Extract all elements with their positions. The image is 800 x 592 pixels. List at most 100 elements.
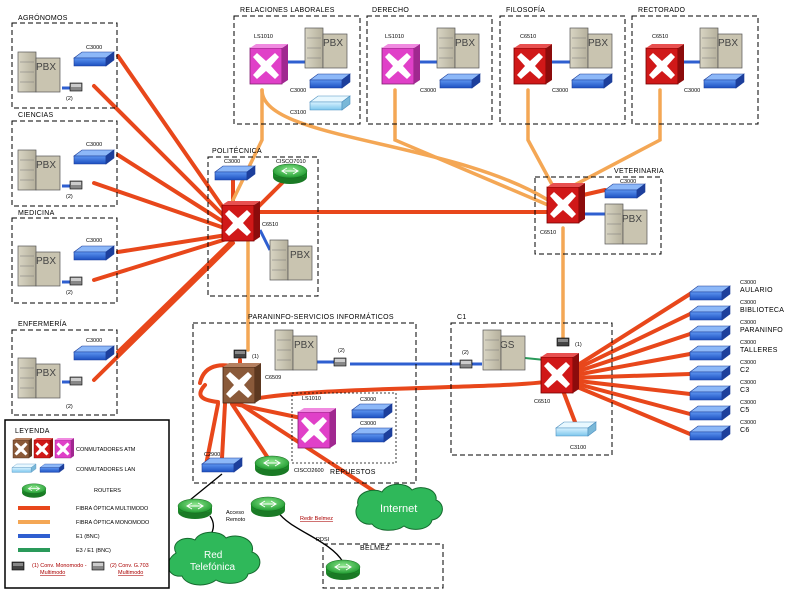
converter-label: (2): [338, 348, 345, 354]
atm-label: C6510: [520, 34, 536, 40]
group-box-veterinaria: [534, 176, 662, 255]
legend-conv1-label: (1) Conv. Monomodo -: [32, 563, 87, 569]
pbx-label: PBX: [290, 250, 310, 261]
switch-label: C3000: [740, 340, 756, 346]
atm-label: LS1010: [254, 34, 273, 40]
telefonica-label: Telefónica: [190, 562, 235, 573]
agronomos-devices: PBX C3000 (2): [17, 45, 115, 102]
remoto-label: Remoto: [226, 517, 245, 523]
legend-atm-pink: [55, 438, 74, 458]
legend-lan-blue: [39, 463, 65, 473]
label-belmez: BELMEZ: [360, 545, 390, 552]
label-repuestos: REPUESTOS: [330, 469, 376, 476]
lan-switch: [571, 73, 613, 89]
switch-location: PARANINFO: [740, 327, 783, 334]
legend-atm-brown: [13, 438, 32, 458]
group-box-rectorado: [631, 15, 759, 125]
telephone-network-cloud: Red Telefónica: [167, 531, 261, 586]
label-c1: C1: [457, 314, 467, 321]
lan-switch: [73, 149, 115, 165]
legend-converter-2: [91, 561, 105, 571]
pbx-label: PBX: [36, 160, 56, 171]
acceso-label: Acceso: [226, 510, 244, 516]
pbx-label: PBX: [36, 62, 56, 73]
belmez-redirect-router: [250, 496, 286, 518]
lan-switch: [214, 165, 256, 181]
legend-conv2-label: (2) Conv. G.703: [110, 563, 149, 569]
switch-label: C3000: [552, 88, 568, 94]
legend-box: [4, 419, 170, 589]
converter-label: (2): [66, 96, 73, 102]
converter-label: (2): [66, 290, 73, 296]
lan-switch: [604, 183, 646, 199]
atm-switch-spare: [298, 408, 336, 448]
enfermeria-devices: PBX C3000 (2): [17, 338, 115, 410]
lan-switch: [73, 345, 115, 361]
label-derecho: DERECHO: [372, 7, 409, 14]
group-box-belmez: [322, 543, 444, 589]
ciencias-devices: PBX C3000 (2): [17, 142, 115, 200]
internet-label: Internet: [380, 503, 417, 515]
switch-aulario: C3000 AULARIO: [689, 280, 773, 301]
switch-talleres: C3000 TALLERES: [689, 340, 777, 361]
converter-label: (2): [462, 350, 469, 356]
legend-e1-label: E1 (BNC): [76, 534, 100, 540]
rdsi-label: RDSI: [316, 537, 330, 543]
switch-label: C3000: [86, 45, 102, 51]
legend-monomode-label: FIBRA ÓPTICA MONOMODO: [76, 519, 150, 526]
lan-switch: [73, 245, 115, 261]
router-label: CISCO2600: [294, 468, 324, 474]
legend-conv1-label-2: Multimodo: [40, 570, 65, 576]
pbx-label: PBX: [36, 256, 56, 267]
label-medicina: MEDICINA: [18, 210, 55, 217]
switch-label: C3000: [360, 397, 376, 403]
converter-2: [69, 180, 83, 190]
converter-label: (2): [66, 404, 73, 410]
group-box-relaciones: [233, 15, 361, 125]
rectorado-devices: C6510 PBX C3000: [646, 27, 745, 94]
pbx-label: PBX: [294, 340, 314, 351]
group-box-ciencias: [11, 120, 118, 207]
gs-label: GS: [500, 340, 515, 351]
switch-label: C3000: [620, 179, 636, 185]
switch-label: C3000: [684, 88, 700, 94]
atm-label: C6510: [262, 222, 278, 228]
lan-switch: [439, 73, 481, 89]
atm-switch: [250, 44, 288, 84]
switch-c2: C3000 C2: [689, 360, 756, 381]
switch-location: AULARIO: [740, 287, 773, 294]
legend-e3-label: E3 / E1 (BNC): [76, 548, 111, 554]
pbx-label: PBX: [718, 38, 738, 49]
switch-label: C3000: [224, 159, 240, 165]
switch-label: C3000: [740, 360, 756, 366]
converter-label: (1): [252, 354, 259, 360]
legend: LEYENDA CONMUTADORES ATM CONMUTADORES LA…: [4, 419, 170, 589]
switch-c5: C3000 C5: [689, 400, 756, 421]
monomode-fiber-links: [231, 88, 662, 352]
paraninfo-devices: (1) C6509 PBX (2) LS1010 C3000 C3000 C29…: [201, 329, 393, 477]
switch-c3: C3000 C3: [689, 380, 756, 401]
legend-conv2-label-2: Multimodo: [118, 570, 143, 576]
switch-label: C3000: [740, 300, 756, 306]
switch-label: C3000: [740, 420, 756, 426]
switch-location: C2: [740, 367, 750, 374]
politecnica-devices: C3000 CISCO7010 C6510 PBX: [214, 159, 313, 281]
group-box-medicina: [11, 217, 118, 304]
switch-light-label: C3100: [290, 110, 306, 116]
switch-c6: C3000 C6: [689, 420, 756, 441]
atm-switch: [646, 44, 684, 84]
atm-label: C6509: [265, 375, 281, 381]
switch-location: C3: [740, 387, 750, 394]
pbx-label: PBX: [36, 368, 56, 379]
switch-label: C3000: [740, 320, 756, 326]
c1-switch-column: C3000 AULARIO C3000 BIBLIOTECA C3000 PAR…: [689, 280, 784, 441]
switch-light-label: C3100: [570, 445, 586, 451]
atm-switch: [514, 44, 552, 84]
converter-1: [233, 349, 247, 359]
atm-switch: [547, 183, 585, 223]
pbx-label: PBX: [455, 38, 475, 49]
lan-switch: [201, 457, 243, 473]
remote-access-router: [177, 498, 213, 520]
legend-atm-red: [34, 438, 53, 458]
